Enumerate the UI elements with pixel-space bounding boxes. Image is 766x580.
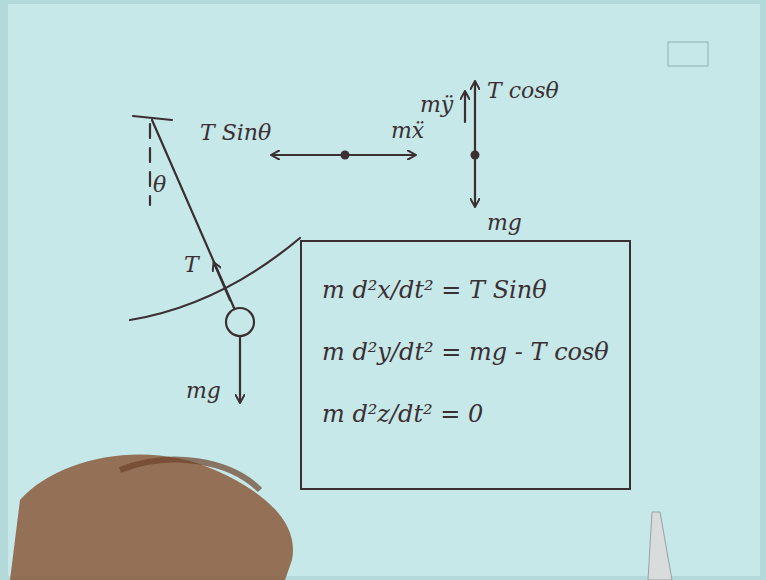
angle-label: θ bbox=[153, 172, 166, 198]
tension-arrow bbox=[214, 263, 230, 300]
force-label: mÿ bbox=[420, 92, 453, 118]
logo-stamp bbox=[668, 42, 708, 66]
string-line bbox=[152, 120, 235, 309]
mass-dot bbox=[471, 151, 480, 160]
pen-shape bbox=[648, 512, 672, 580]
force-label: T cosθ bbox=[487, 78, 559, 104]
equation-box: m d²x/dt² = T Sinθ m d²y/dt² = mg - T cos… bbox=[300, 240, 631, 490]
equation-text: m d²z/dt² = 0 bbox=[322, 400, 609, 428]
force-label: mg bbox=[487, 210, 522, 236]
force-label: mẍ bbox=[391, 118, 424, 144]
force-arrow bbox=[474, 155, 476, 206]
force-arrow bbox=[272, 154, 345, 156]
force-arrow bbox=[345, 154, 415, 156]
acceleration-arrow bbox=[464, 92, 466, 122]
swing-arc bbox=[130, 238, 300, 320]
equation-text: m d²x/dt² = T Sinθ bbox=[322, 276, 609, 304]
mass-dot bbox=[341, 151, 350, 160]
hand-shadow bbox=[120, 460, 260, 490]
force-label: mg bbox=[186, 378, 221, 404]
force-label: T bbox=[184, 252, 199, 278]
equation-text: m d²y/dt² = mg - T cosθ bbox=[322, 338, 609, 366]
force-arrow bbox=[474, 82, 476, 155]
bob-circle bbox=[226, 308, 254, 336]
hand-shape bbox=[10, 454, 293, 580]
gravity-arrow bbox=[239, 336, 241, 402]
force-label: T Sinθ bbox=[200, 120, 271, 146]
vertical-reference bbox=[149, 124, 151, 205]
